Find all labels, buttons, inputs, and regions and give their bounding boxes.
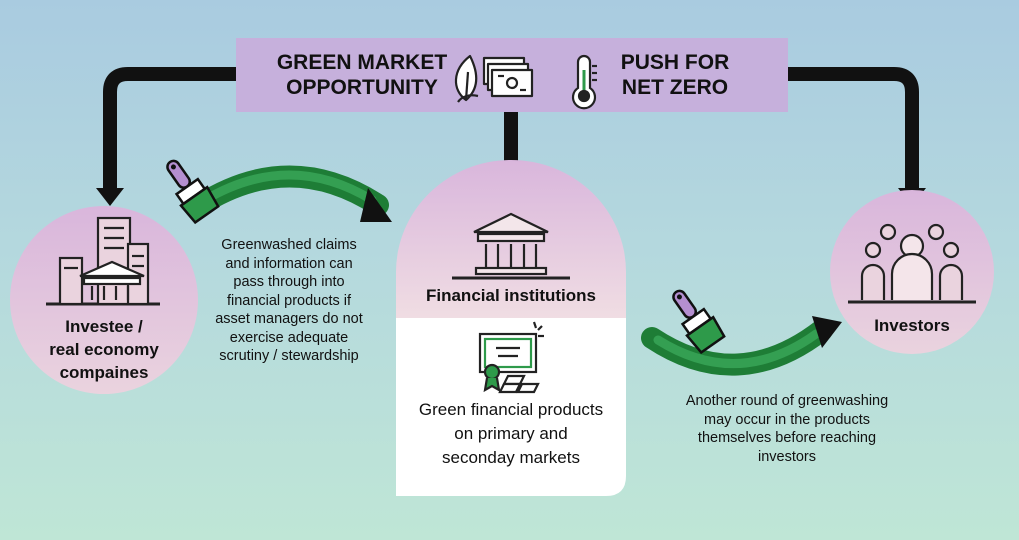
- connector-to-investors: [786, 67, 919, 190]
- products-label: Green financial products on primary and …: [418, 400, 604, 467]
- greenwash-stroke-2: [641, 316, 842, 376]
- node-financial-label: Financial institutions: [425, 286, 596, 305]
- thermometer-icon: [571, 54, 597, 110]
- people-group-icon: [848, 223, 976, 304]
- note-greenwashed-claims: Greenwashed claims and information can p…: [215, 237, 363, 364]
- bank-building-icon: [452, 212, 570, 280]
- node-investee-label: Investee / real economy compaines: [49, 317, 159, 382]
- arrowhead-investee: [96, 188, 124, 206]
- paintbrush-icon: [166, 159, 220, 225]
- banner-left-title: GREEN MARKET OPPORTUNITY: [276, 51, 448, 99]
- certificate-gold-bars-icon: [478, 321, 544, 394]
- greenwash-arrowhead-1: [360, 188, 392, 222]
- node-investors-label: Investors: [874, 316, 950, 335]
- leaf-and-money-icon: [454, 54, 534, 103]
- greenwash-stroke-1: [189, 165, 392, 222]
- paintbrush-icon: [672, 289, 726, 355]
- greenwash-arrowhead-2: [812, 316, 842, 348]
- banner-right-title: PUSH FOR NET ZERO: [620, 51, 730, 99]
- connector-to-investee: [103, 67, 236, 190]
- city-buildings-icon: [46, 216, 160, 306]
- note-another-round: Another round of greenwashing may occur …: [685, 393, 889, 465]
- products-panel: [396, 318, 626, 496]
